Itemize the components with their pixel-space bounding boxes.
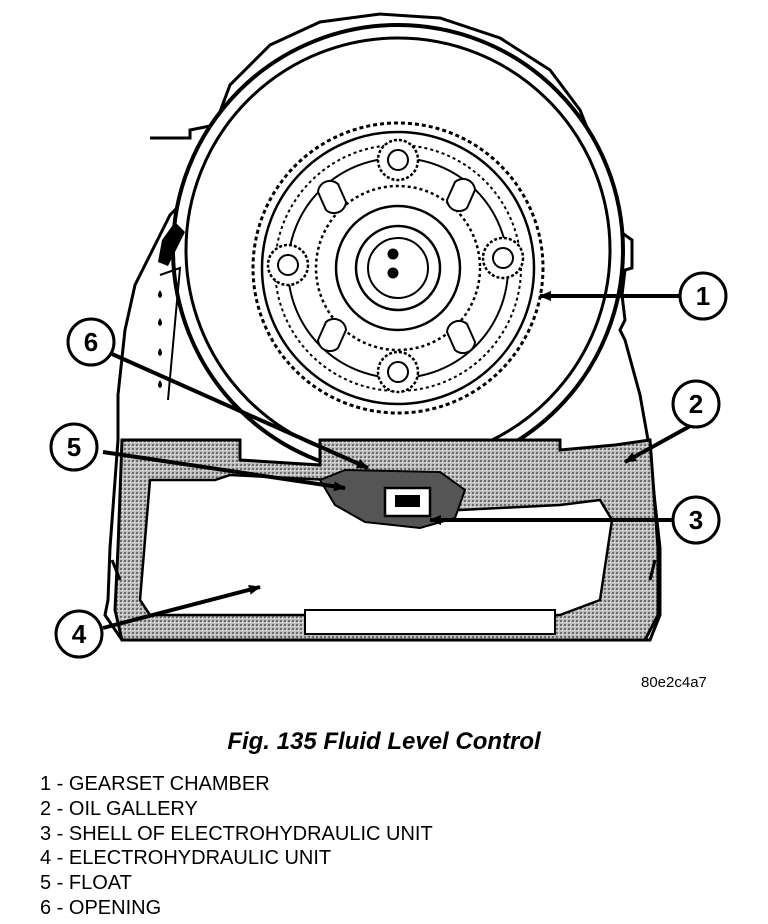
callout-3: 3 (671, 495, 721, 545)
callout-2: 2 (671, 379, 721, 429)
callout-6: 6 (66, 317, 116, 367)
leader-6 (111, 352, 369, 470)
legend-item-4: 4 - ELECTROHYDRAULIC UNIT (40, 847, 332, 870)
svg-text:3: 3 (689, 505, 703, 535)
svg-text:6: 6 (84, 327, 98, 357)
svg-text:5: 5 (67, 432, 81, 462)
svg-text:2: 2 (689, 389, 703, 419)
transmission-diagram: 1 2 3 4 5 6 (49, 12, 728, 659)
fluid-flow-arrow (158, 222, 185, 266)
leader-5 (102, 450, 346, 492)
figure-code: 80e2c4a7 (641, 674, 707, 691)
callout-1: 1 (678, 271, 728, 321)
leader-4 (102, 584, 261, 630)
svg-text:1: 1 (696, 281, 710, 311)
callout-5: 5 (49, 422, 99, 472)
legend-item-3: 3 - SHELL OF ELECTROHYDRAULIC UNIT (40, 822, 433, 845)
gearset (251, 121, 545, 415)
float-block (383, 486, 432, 518)
legend-item-5: 5 - FLOAT (40, 872, 132, 895)
sump-plate (304, 609, 556, 635)
figure-title: Fig. 135 Fluid Level Control (227, 728, 541, 755)
leader-2 (624, 423, 693, 464)
legend-item-2: 2 - OIL GALLERY (40, 797, 198, 820)
legend-item-6: 6 - OPENING (40, 896, 162, 919)
legend-item-1: 1 - GEARSET CHAMBER (40, 773, 270, 795)
electrohydraulic-cavity (138, 473, 614, 617)
callout-4: 4 (54, 609, 104, 659)
svg-text:4: 4 (72, 619, 87, 649)
legend-list: 1 - GEARSET CHAMBER 2 - OIL GALLERY 3 - … (40, 772, 433, 921)
